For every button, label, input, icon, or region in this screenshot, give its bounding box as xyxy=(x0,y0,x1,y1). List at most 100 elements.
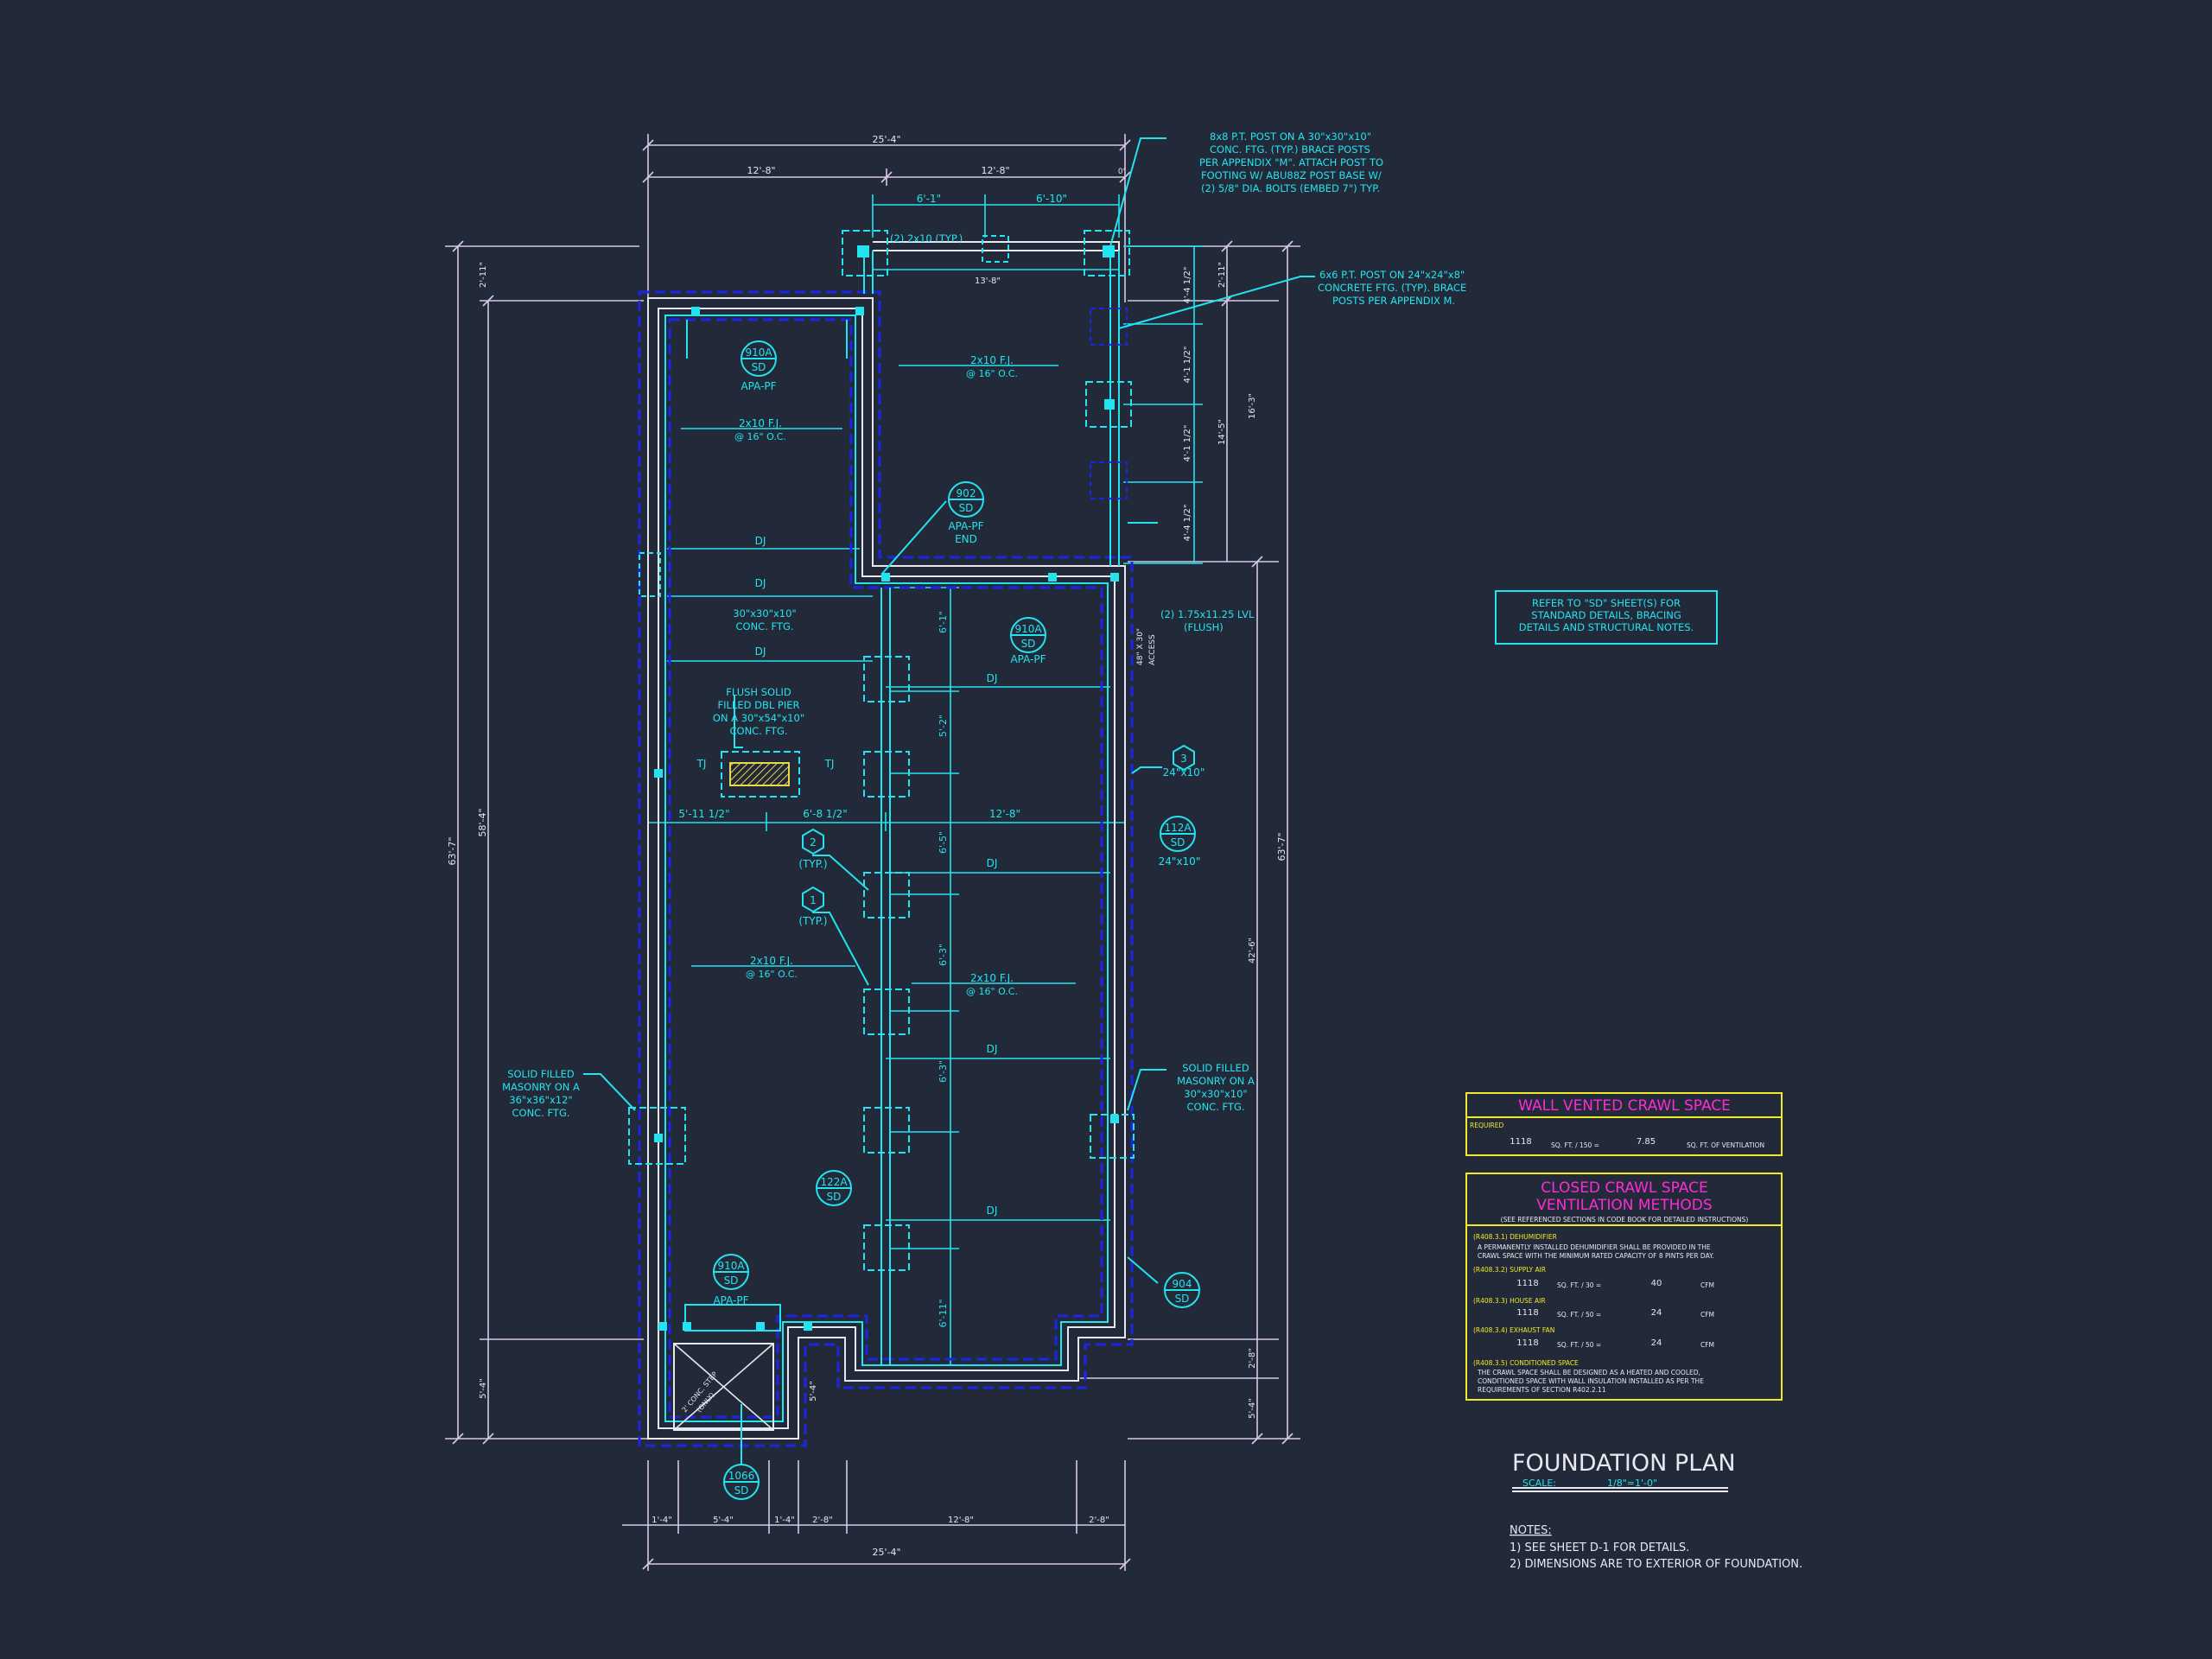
section-mark-7-bottom: SD xyxy=(1175,1293,1190,1305)
section-mark-7-top: 904 xyxy=(1173,1278,1192,1290)
ftg30-line-1: 30"x30"x10" xyxy=(733,607,796,620)
house-air-formula: SQ. FT. / 50 = xyxy=(1557,1311,1601,1319)
tj-label-1: TJ xyxy=(696,758,707,770)
dim-bottom-seg-1: 1'-4" xyxy=(652,1516,672,1525)
house-air-unit: CFM xyxy=(1700,1311,1714,1319)
post-markers xyxy=(654,245,1119,1331)
note-1: 1) SEE SHEET D-1 FOR DETAILS. xyxy=(1510,1541,1689,1554)
foundation-walls xyxy=(638,241,1134,1447)
conditioned-text-3: REQUIREMENTS OF SECTION R402.2.11 xyxy=(1478,1386,1606,1394)
dim-right-top: 2'-11" xyxy=(1217,262,1227,288)
dim-stair: 5'-4" xyxy=(809,1381,818,1402)
dim-top-end: 0' xyxy=(1118,168,1125,176)
section-mark-2-bottom: SD xyxy=(959,502,974,514)
dim-post-4: 4'-4 1/2" xyxy=(1183,505,1192,542)
dim-top-overall: 25'-4" xyxy=(872,134,900,145)
dim-beam-6: 6'-11" xyxy=(938,1299,949,1327)
house-air-area: 1118 xyxy=(1516,1308,1538,1318)
post8-line-5: (2) 5/8" DIA. BOLTS (EMBED 7") TYP. xyxy=(1201,182,1380,194)
masonry-left-line-3: 36"x36"x12" xyxy=(509,1094,572,1106)
lvl-line-2: (FLUSH) xyxy=(1184,621,1224,633)
typ-label-2: (TYP.) xyxy=(798,915,827,927)
note-2: 2) DIMENSIONS ARE TO EXTERIOR OF FOUNDAT… xyxy=(1510,1558,1802,1571)
refer-note-line-1: REFER TO "SD" SHEET(S) FOR xyxy=(1532,597,1681,609)
pier-line-2: FILLED DBL PIER xyxy=(718,699,800,711)
scale-label: SCALE: xyxy=(1522,1478,1556,1489)
wall-vented-formula: SQ. FT. / 150 = xyxy=(1551,1141,1599,1149)
fj-d-line-2: @ 16" O.C. xyxy=(966,986,1018,997)
section-mark-3-bottom: SD xyxy=(1021,638,1036,650)
dim-right-b2: 5'-4" xyxy=(1248,1398,1257,1419)
access-line-1: 48" X 30" xyxy=(1136,628,1145,665)
dim-left-top: 2'-11" xyxy=(479,262,488,288)
dim-bottom-seg-6: 2'-8" xyxy=(1089,1516,1109,1525)
dim-beam-4: 6'-3" xyxy=(938,944,949,966)
dim-bottom-seg-2: 5'-4" xyxy=(713,1516,734,1525)
drawing-title: FOUNDATION PLAN xyxy=(1512,1450,1736,1477)
post8-line-2: CONC. FTG. (TYP.) BRACE POSTS xyxy=(1210,143,1370,156)
dim-post-3: 4'-1 1/2" xyxy=(1183,425,1192,462)
section-mark-5-top: 122A xyxy=(820,1176,848,1188)
dim-cross-a: 5'-11 1/2" xyxy=(678,808,729,820)
apa-pf-end-1: APA-PF xyxy=(948,520,983,532)
info-boxes xyxy=(1465,590,1783,1492)
refer-note-line-3: DETAILS AND STRUCTURAL NOTES. xyxy=(1519,621,1694,633)
exhaust-fan-unit: CFM xyxy=(1700,1341,1714,1349)
post8-line-4: FOOTING W/ ABU88Z POST BASE W/ xyxy=(1201,169,1382,181)
masonry-right-line-2: MASONRY ON A xyxy=(1177,1075,1255,1087)
dim-left-inner: 58'-4" xyxy=(477,808,488,836)
dim-deck-c: 13'-8" xyxy=(975,276,1001,286)
wall-vented-unit: SQ. FT. OF VENTILATION xyxy=(1687,1141,1764,1149)
section-mark-4-bottom: SD xyxy=(1171,836,1185,849)
dim-beam-3: 6'-5" xyxy=(938,831,949,854)
refer-note-line-2: STANDARD DETAILS, BRACING xyxy=(1531,609,1681,621)
house-air-value: 24 xyxy=(1651,1308,1662,1318)
apa-pf-2: APA-PF xyxy=(1010,653,1046,665)
section-mark-8-bottom: SD xyxy=(734,1484,749,1497)
post8-line-3: PER APPENDIX "M". ATTACH POST TO xyxy=(1199,156,1383,168)
wall-vented-title: WALL VENTED CRAWL SPACE xyxy=(1518,1097,1731,1115)
size-24x10-1: 24"x10" xyxy=(1163,766,1205,779)
dim-post-1: 4'-4 1/2" xyxy=(1183,267,1192,304)
closed-crawl-title-1: CLOSED CRAWL SPACE xyxy=(1541,1179,1707,1197)
section-mark-2-top: 902 xyxy=(957,487,976,499)
dim-right-overall: 63'-7" xyxy=(1276,832,1287,861)
masonry-right-line-1: SOLID FILLED xyxy=(1182,1062,1249,1074)
fj-d-line-1: 2x10 F.J. xyxy=(970,972,1014,984)
masonry-right-line-3: 30"x30"x10" xyxy=(1184,1088,1247,1100)
dim-deck-b: 6'-10" xyxy=(1036,193,1067,205)
section-mark-6-top: 910A xyxy=(717,1260,745,1272)
dim-bottom-seg-4: 2'-8" xyxy=(812,1516,833,1525)
supply-air-value: 40 xyxy=(1651,1279,1662,1288)
section-mark-6-bottom: SD xyxy=(724,1274,739,1287)
dim-top-right: 12'-8" xyxy=(981,165,1009,176)
closed-crawl-title-2: VENTILATION METHODS xyxy=(1536,1197,1712,1214)
exhaust-fan-label: (R408.3.4) EXHAUST FAN xyxy=(1473,1326,1554,1334)
masonry-left-line-4: CONC. FTG. xyxy=(512,1107,569,1119)
section-mark-3-top: 910A xyxy=(1014,623,1042,635)
dim-bottom-overall: 25'-4" xyxy=(872,1547,900,1558)
fj-a-line-2: @ 16" O.C. xyxy=(966,368,1018,379)
dim-left-overall: 63'-7" xyxy=(447,836,458,865)
section-mark-4-top: 112A xyxy=(1164,822,1192,834)
dim-beam-2: 5'-2" xyxy=(938,715,949,737)
tj-label-2: TJ xyxy=(824,758,835,770)
masonry-left-line-1: SOLID FILLED xyxy=(507,1068,575,1080)
masonry-right-line-4: CONC. FTG. xyxy=(1186,1101,1244,1113)
notes-heading: NOTES: xyxy=(1510,1524,1552,1537)
dim-beam-5: 6'-3" xyxy=(938,1060,949,1083)
fj-c-line-1: 2x10 F.J. xyxy=(750,955,793,967)
pier-line-3: ON A 30"x54"x10" xyxy=(713,712,804,724)
required-label: REQUIRED xyxy=(1470,1122,1504,1129)
dim-bottom-seg-3: 1'-4" xyxy=(774,1516,795,1525)
dehumidifier-text-1: A PERMANENTLY INSTALLED DEHUMIDIFIER SHA… xyxy=(1478,1243,1711,1251)
dj-label-7: DJ xyxy=(987,1205,998,1217)
fj-c-line-2: @ 16" O.C. xyxy=(746,969,798,980)
post6-line-1: 6x6 P.T. POST ON 24"x24"x8" xyxy=(1319,269,1465,281)
dj-label-1: DJ xyxy=(755,535,766,547)
typ-label-1: (TYP.) xyxy=(798,858,827,870)
supply-air-formula: SQ. FT. / 30 = xyxy=(1557,1281,1601,1289)
dim-cross-b: 6'-8 1/2" xyxy=(803,808,848,820)
post8-line-1: 8x8 P.T. POST ON A 30"x30"x10" xyxy=(1210,130,1371,143)
